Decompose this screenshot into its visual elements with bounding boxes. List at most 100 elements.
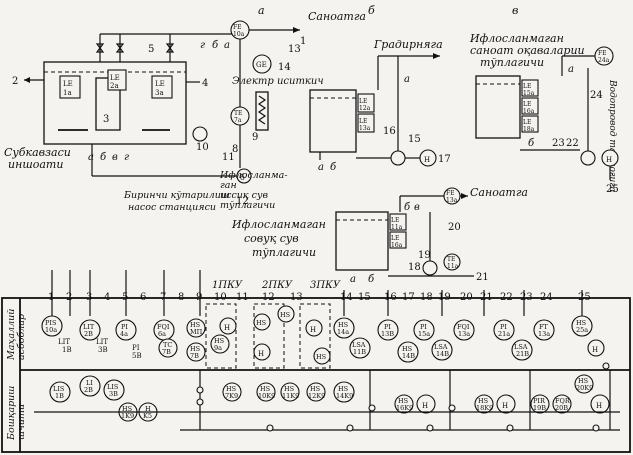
local-instrument-LIT-3B: LIT 3B <box>96 338 108 354</box>
svg-text:а: а <box>568 64 574 75</box>
svg-text:11a: 11a <box>391 224 403 231</box>
board-instrument-HS-12K9: HS 12K9 <box>306 382 326 402</box>
svg-text:25a: 25a <box>576 326 588 334</box>
local-instrument-HS-11: HS <box>277 305 295 323</box>
label-1-top: 1 <box>300 36 306 47</box>
cooling-tower-label: Градирняга <box>373 38 443 51</box>
board-instrument-HS-16K9: HS 16K9 <box>394 394 414 414</box>
local-instrument-HS-9a: HS 9a <box>210 334 230 354</box>
svg-text:H: H <box>145 405 151 413</box>
cold-tank-label-3: тўплагичи <box>252 246 316 259</box>
svg-text:GE: GE <box>256 61 267 69</box>
svg-text:б: б <box>240 173 245 182</box>
label-22: 22 <box>566 138 579 149</box>
svg-text:7B: 7B <box>190 352 199 360</box>
svg-text:20K9: 20K9 <box>576 384 593 392</box>
svg-text:14: 14 <box>340 292 353 303</box>
svg-text:LIT: LIT <box>58 338 70 346</box>
svg-text:14B: 14B <box>402 352 415 360</box>
svg-text:HS: HS <box>338 385 348 393</box>
svg-text:H: H <box>424 156 430 164</box>
svg-text:HS: HS <box>398 397 408 405</box>
svg-text:14B: 14B <box>436 350 449 358</box>
instrument-TE-7a <box>230 106 250 126</box>
pump-22 <box>580 150 596 166</box>
outflow-label-middle: Саноатга <box>470 186 528 199</box>
svg-text:а: а <box>350 274 356 285</box>
label-21: 21 <box>476 272 489 283</box>
svg-text:LIT: LIT <box>83 323 95 331</box>
label-25: 25 <box>606 184 619 195</box>
svg-text:LE: LE <box>391 235 399 242</box>
svg-text:HS: HS <box>478 397 488 405</box>
svg-text:24a: 24a <box>598 57 610 64</box>
board-instrument-HS-11K9: HS 11K9 <box>280 382 300 402</box>
svg-text:FT: FT <box>539 323 549 331</box>
collector-label: Водопровод тармоғига <box>607 79 617 192</box>
svg-text:H: H <box>422 402 428 410</box>
label-13: 13 <box>288 44 301 55</box>
local-instrument-LSA-14B: LSA 14B <box>431 339 453 361</box>
svg-text:1B: 1B <box>62 346 72 354</box>
svg-text:20: 20 <box>460 292 473 303</box>
svg-text:9a: 9a <box>214 344 222 352</box>
svg-text:TE: TE <box>447 256 455 263</box>
svg-text:LI: LI <box>86 379 93 387</box>
clean-cold-storage-tank <box>475 75 521 139</box>
section-v: в Ифлосланмаган саноат оқаваларии тўплаг… <box>469 4 619 195</box>
svg-text:б: б <box>212 40 219 51</box>
svg-text:TC: TC <box>163 341 172 349</box>
svg-text:TE: TE <box>234 110 242 117</box>
board-instrument-PIR-19B: PIR 19B <box>530 394 550 414</box>
cold-water-tank <box>335 211 389 271</box>
svg-text:1B: 1B <box>55 392 64 400</box>
local-instrument-H-1: H <box>219 317 237 335</box>
local-instrument-H-4: H <box>587 339 605 357</box>
svg-text:15a: 15a <box>523 90 535 97</box>
local-instrument-HS-25a: HS 25a <box>571 315 593 337</box>
ctrl-unit-3: 3ПКУ <box>310 280 341 291</box>
svg-text:4a: 4a <box>120 330 128 338</box>
outflow-label-top: Саноатга <box>308 10 366 23</box>
local-instrument-HS-14a: HS 14a <box>333 317 355 339</box>
svg-text:18a: 18a <box>523 126 535 133</box>
label-19: 19 <box>418 250 431 261</box>
ctrl-unit-2: 2ПКУ <box>261 280 293 291</box>
board-instrument-LIS-1B: LIS 1B <box>49 381 71 403</box>
section-label-a: a <box>258 4 265 17</box>
pump-station-label-1: Биринчи кўтарилиш <box>123 190 230 201</box>
svg-text:21: 21 <box>480 292 493 303</box>
board-instrument-HS-20K9: HS 20K9 <box>574 374 594 394</box>
board-instrument-FQR-20B: FQR 20B <box>552 394 572 414</box>
svg-text:HS: HS <box>214 337 224 345</box>
svg-text:H: H <box>592 346 598 354</box>
svg-text:LIS: LIS <box>107 383 118 391</box>
svg-text:FQI: FQI <box>157 323 170 331</box>
svg-text:HS: HS <box>338 321 348 329</box>
label-23: 23 <box>552 138 565 149</box>
local-instrument-PI-4a: PI 4a <box>115 319 137 341</box>
svg-text:16K9: 16K9 <box>396 404 413 412</box>
svg-text:LE: LE <box>155 80 165 88</box>
section-a: a 3 LE 1a LE 2a LE 3a 2 4 <box>4 4 366 213</box>
svg-text:10K9: 10K9 <box>258 392 275 400</box>
label-9: 9 <box>252 132 258 143</box>
svg-text:а: а <box>88 152 94 163</box>
svg-text:12K9: 12K9 <box>308 392 325 400</box>
local-instrument-FT-13a: FT 13a <box>533 319 555 341</box>
pump-hot-15 <box>390 150 406 166</box>
board-instrument-HS-10K9: HS 10K9 <box>256 382 276 402</box>
clean-tank-label-1: Ифлосланмаган <box>469 32 564 45</box>
svg-text:3B: 3B <box>98 346 108 354</box>
svg-text:4: 4 <box>104 292 110 303</box>
svg-text:HS: HS <box>190 345 200 353</box>
ctrl-unit-1: 1ПКУ <box>212 280 243 291</box>
cold-tank-label-1: Ифлосланмаган <box>231 218 326 231</box>
local-instrument-HS-14B: HS 14B <box>397 341 419 363</box>
svg-text:5: 5 <box>122 292 128 303</box>
svg-text:FE: FE <box>598 50 607 57</box>
section-b: б Градирняга LE 12a LE 13a Ифлосланма- г… <box>219 4 451 211</box>
svg-text:PIR: PIR <box>533 397 546 405</box>
svg-text:HS: HS <box>280 311 290 319</box>
local-instrument-LSA-21B: LSA 21B <box>511 339 533 361</box>
